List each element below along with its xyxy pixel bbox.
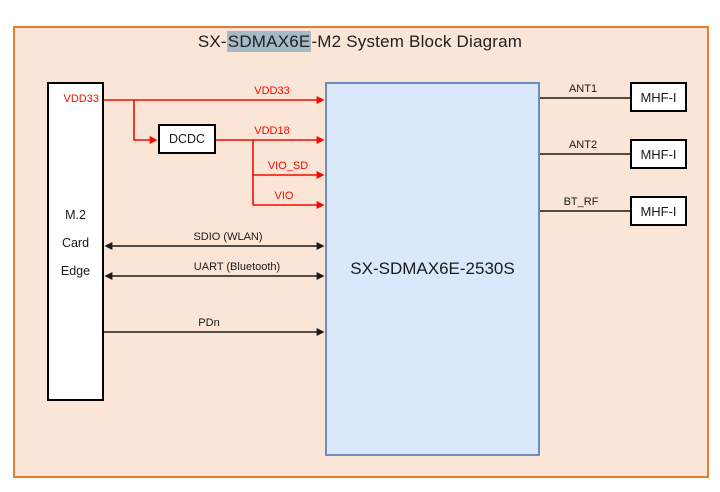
- dcdc-label: DCDC: [168, 132, 206, 146]
- vdd33-signal-label: VDD33: [254, 85, 290, 97]
- bt-rf-port-label: BT_RF: [563, 196, 599, 208]
- ant1-port-label: ANT1: [568, 83, 598, 95]
- mhf-btrf-label: MHF-I: [640, 203, 677, 219]
- pdn-signal-label: PDn: [198, 317, 220, 329]
- vdd18-signal-label: VDD18: [254, 125, 290, 137]
- uart-signal-label: UART (Bluetooth): [193, 261, 281, 273]
- mhf-connector-btrf: MHF-I: [630, 196, 687, 226]
- chip-label: SX-SDMAX6E-2530S: [350, 259, 515, 278]
- mhf-connector-ant2: MHF-I: [630, 139, 687, 169]
- m2-label-line3: Edge: [60, 264, 91, 278]
- mhf-ant2-label: MHF-I: [640, 146, 677, 162]
- dcdc-block: DCDC: [158, 124, 216, 154]
- m2-label-line1: M.2: [65, 208, 86, 222]
- sdio-signal-label: SDIO (WLAN): [193, 231, 263, 243]
- chip-block: SX-SDMAX6E-2530S: [325, 82, 540, 456]
- diagram-title: SX-SDMAX6E-M2 System Block Diagram: [0, 31, 720, 52]
- ant2-port-label: ANT2: [568, 139, 598, 151]
- title-prefix: SX-: [197, 32, 227, 51]
- title-suffix: -M2 System Block Diagram: [311, 32, 523, 51]
- m2-card-edge-block: VDD33 M.2 Card Edge: [47, 82, 104, 401]
- title-highlighted-text: SDMAX6E: [226, 31, 312, 52]
- m2-card-edge-label: M.2 Card Edge: [49, 201, 102, 285]
- m2-label-line2: Card: [61, 236, 90, 250]
- vio-sd-signal-label: VIO_SD: [267, 160, 309, 172]
- vdd33-pin-label: VDD33: [63, 93, 99, 105]
- mhf-connector-ant1: MHF-I: [630, 82, 687, 112]
- mhf-ant1-label: MHF-I: [640, 89, 677, 105]
- vio-signal-label: VIO: [274, 190, 294, 202]
